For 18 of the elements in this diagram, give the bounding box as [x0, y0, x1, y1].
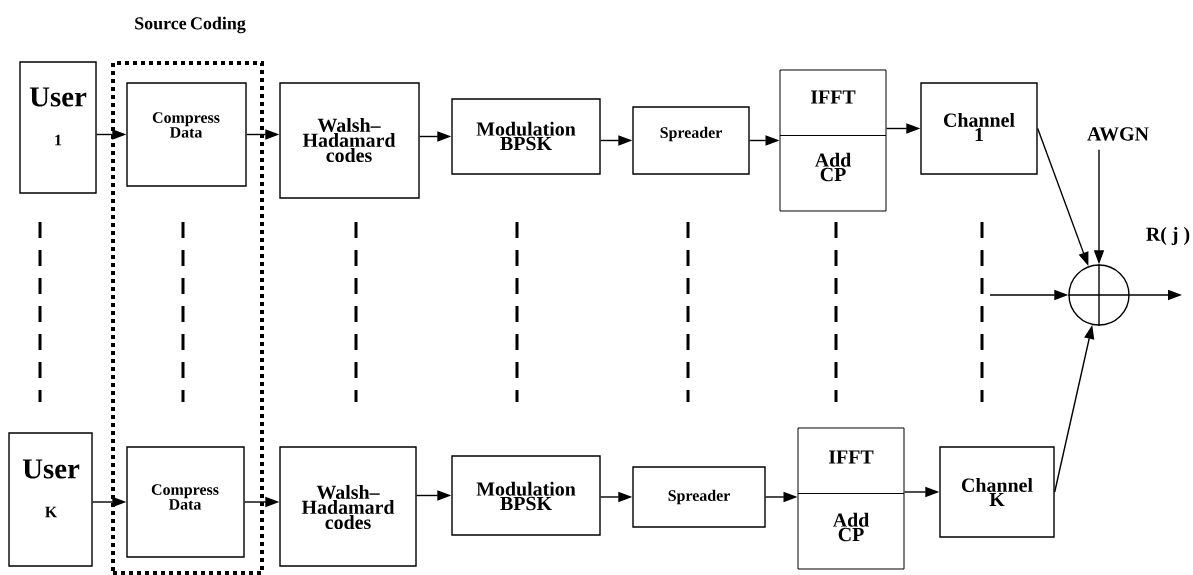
- process-box: Compress Data: [126, 82, 247, 187]
- process-box: User K: [8, 432, 93, 567]
- signal-label: AWGN: [1087, 127, 1149, 141]
- process-box: Walsh– Hadamard codes: [279, 82, 420, 199]
- process-box: Modulation BPSK: [451, 98, 601, 175]
- split-process-box: IFFT Add CP: [797, 427, 905, 570]
- process-box: Compress Data: [126, 446, 245, 558]
- signal-label: R( j ): [1146, 226, 1190, 245]
- process-box: User 1: [19, 61, 97, 194]
- process-box: Spreader: [632, 466, 766, 528]
- adder-circle: [1067, 263, 1131, 327]
- process-box: Modulation BPSK: [451, 455, 601, 536]
- process-box: Channel 1: [920, 82, 1038, 175]
- split-process-box: IFFT Add CP: [779, 69, 887, 212]
- node-label: Source Coding: [135, 16, 246, 34]
- process-box: Channel K: [939, 446, 1055, 538]
- process-box: Walsh– Hadamard codes: [279, 446, 417, 567]
- process-box: Spreader: [632, 106, 750, 175]
